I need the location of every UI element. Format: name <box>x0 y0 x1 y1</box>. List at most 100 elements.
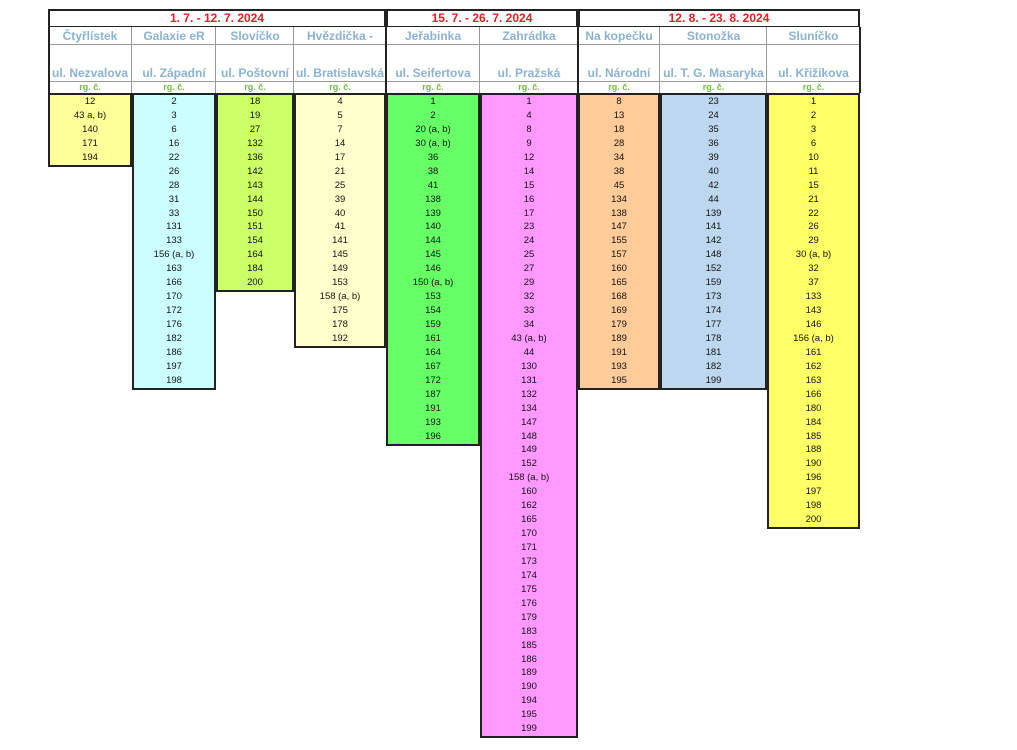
registration-number: 193 <box>611 360 627 372</box>
registration-number: 147 <box>611 221 627 233</box>
registration-number: 38 <box>427 165 439 177</box>
registration-number: 26 <box>808 221 819 233</box>
registration-number: 33 <box>523 305 535 317</box>
registration-number: 168 <box>611 291 627 303</box>
registration-number: 38 <box>613 165 625 177</box>
registration-number: 18 <box>613 123 625 135</box>
registration-number: 142 <box>705 235 722 247</box>
registration-number: 159 <box>705 277 722 289</box>
street-name: ul. T. G. Masaryka <box>663 66 764 80</box>
registration-number: 17 <box>523 207 535 219</box>
column-divider <box>577 27 579 93</box>
registration-number: 134 <box>521 402 537 414</box>
registration-number: 173 <box>521 555 537 567</box>
street-name: ul. Národní <box>587 66 651 80</box>
registration-number: 18 <box>249 96 261 107</box>
rg-label: rg. č. <box>608 82 630 92</box>
registration-number: 30 (a, b) <box>795 249 832 261</box>
registration-number: 12 <box>84 96 96 107</box>
registration-number: 150 <box>247 207 263 219</box>
period-header-3: 12. 8. - 23. 8. 2024 <box>578 9 860 27</box>
registration-number: 13 <box>613 109 625 121</box>
class-name: Stonožka <box>686 29 741 43</box>
registration-number: 152 <box>521 458 537 470</box>
street-name: ul. Seifertova <box>395 66 471 80</box>
registration-number: 146 <box>805 319 822 330</box>
registration-number: 131 <box>166 221 182 233</box>
registration-number: 196 <box>425 430 441 442</box>
registration-number: 1 <box>810 96 817 107</box>
registration-number: 6 <box>171 123 177 135</box>
registration-number: 136 <box>247 151 263 163</box>
registration-number: 169 <box>611 305 627 317</box>
registration-number: 143 <box>247 179 263 191</box>
registration-number: 23 <box>708 96 719 107</box>
registration-number: 133 <box>166 235 182 247</box>
registration-number: 148 <box>705 249 722 261</box>
registration-number: 42 <box>708 179 719 191</box>
registration-number: 174 <box>521 569 537 581</box>
registration-number: 21 <box>334 165 346 177</box>
registration-number: 2 <box>430 109 436 121</box>
registration-number: 141 <box>332 235 348 247</box>
registration-number: 24 <box>708 109 719 121</box>
registration-number: 44 <box>708 193 719 205</box>
registration-number: 10 <box>808 151 819 163</box>
rg-label: rg. č. <box>79 82 101 92</box>
registration-number: 200 <box>247 277 263 289</box>
registration-number: 197 <box>805 486 822 498</box>
registration-number: 132 <box>521 388 537 400</box>
registration-number: 175 <box>521 583 537 595</box>
registration-number: 172 <box>166 305 182 317</box>
registration-number: 2 <box>171 96 177 107</box>
registration-number: 35 <box>708 123 719 135</box>
registration-number: 24 <box>523 235 535 247</box>
street-name: ul. Nezvalova <box>51 66 129 80</box>
registration-number: 19 <box>249 109 261 121</box>
registration-number: 183 <box>521 625 537 637</box>
registration-number: 185 <box>805 430 822 442</box>
registration-number: 45 <box>613 179 625 191</box>
registration-number: 166 <box>805 388 822 400</box>
registration-number: 171 <box>82 137 98 149</box>
registration-number: 184 <box>247 263 263 275</box>
registration-number: 140 <box>82 123 98 135</box>
registration-number: 41 <box>334 221 346 233</box>
registration-number: 195 <box>611 374 627 386</box>
registration-number: 11 <box>808 165 819 177</box>
registration-number: 197 <box>166 360 182 372</box>
registration-number: 193 <box>425 416 441 428</box>
rg-label: rg. č. <box>422 82 444 92</box>
registration-number: 14 <box>523 165 535 177</box>
registration-number: 26 <box>168 165 180 177</box>
registration-number: 195 <box>521 709 537 721</box>
registration-number: 41 <box>427 179 439 191</box>
class-name: Galaxie eR <box>143 29 205 43</box>
registration-number: 159 <box>425 319 441 330</box>
column-divider <box>131 27 132 93</box>
registration-number: 179 <box>611 319 627 330</box>
registration-number: 181 <box>705 346 722 358</box>
column-divider <box>215 27 216 93</box>
registration-number: 192 <box>332 332 348 344</box>
registration-number: 161 <box>805 346 822 358</box>
registration-number: 180 <box>805 402 822 414</box>
registration-number: 172 <box>425 374 441 386</box>
registration-number: 189 <box>521 667 537 679</box>
registration-number: 20 (a, b) <box>415 123 451 135</box>
column-divider <box>766 27 767 93</box>
registration-number: 141 <box>705 221 722 233</box>
class-name: Sluníčko <box>788 29 839 43</box>
registration-number: 156 (a, b) <box>793 332 834 344</box>
registration-number: 175 <box>332 305 348 317</box>
registration-number: 156 (a, b) <box>153 249 195 261</box>
registration-number: 198 <box>805 500 822 512</box>
registration-number: 34 <box>613 151 625 163</box>
